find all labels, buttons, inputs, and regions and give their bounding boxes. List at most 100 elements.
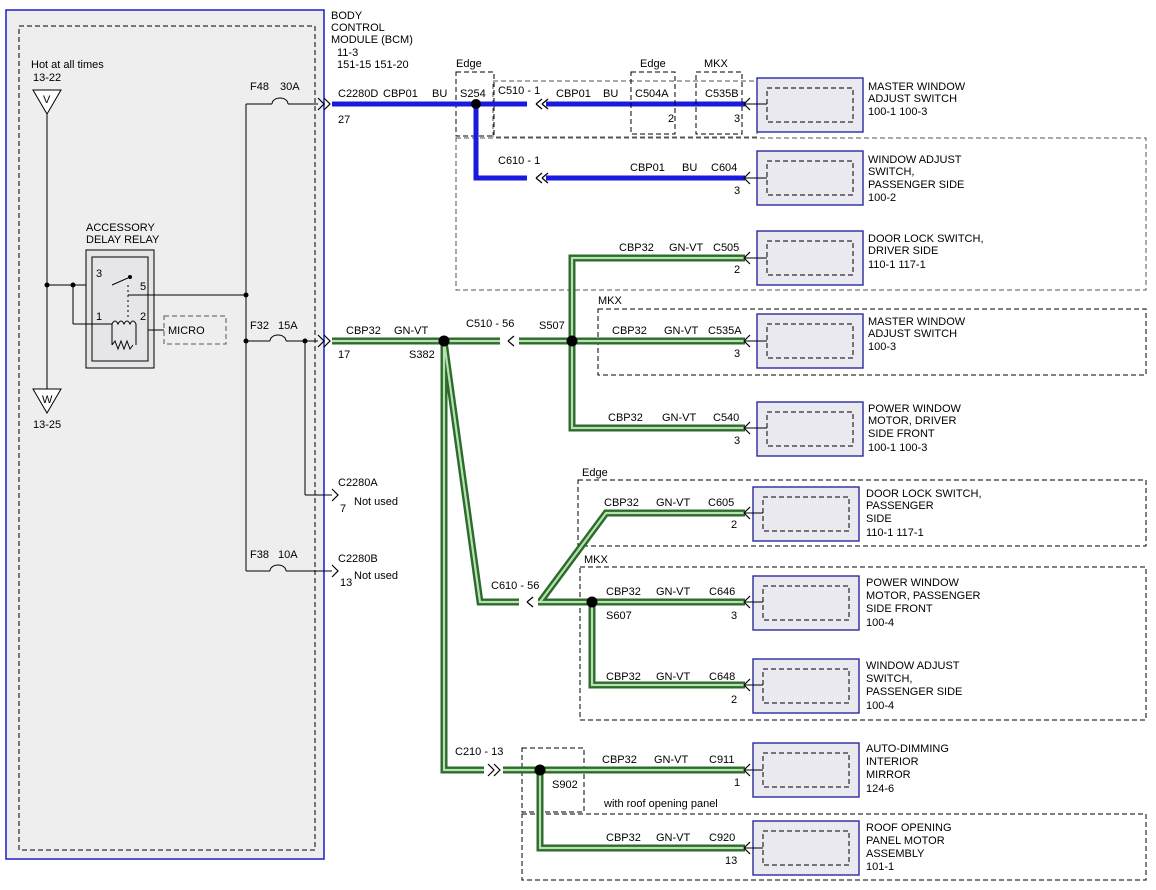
- fuse-f32-symbol: [269, 334, 287, 342]
- svg-text:100-3: 100-3: [868, 341, 896, 353]
- svg-text:MOTOR, PASSENGER: MOTOR, PASSENGER: [866, 590, 981, 602]
- splice-s607: [586, 596, 598, 608]
- svg-text:MASTER WINDOW: MASTER WINDOW: [868, 316, 966, 328]
- wire-color-label: GN-VT: [654, 754, 689, 766]
- relay-inner-box: [91, 256, 149, 362]
- wire-color-label: GN-VT: [662, 412, 697, 424]
- component-connector-arrows: [743, 97, 751, 855]
- relay-outer-box: [85, 249, 155, 369]
- svg-text:DRIVER SIDE: DRIVER SIDE: [868, 245, 938, 257]
- splice-s902: [534, 764, 546, 776]
- component-master-window-adjust-switch-mkx: MASTER WINDOW ADJUST SWITCH 100-3: [745, 313, 966, 369]
- s902-label: S902: [552, 779, 578, 791]
- wire-color-label: BU: [682, 162, 697, 174]
- wire-label: CBP32: [606, 671, 641, 683]
- power-out-triangle: [32, 388, 62, 414]
- wire-color-label: GN-VT: [669, 242, 704, 254]
- wire-label: CBP01: [383, 88, 418, 100]
- c605-label: C605: [708, 497, 734, 509]
- svg-text:MOTOR, DRIVER: MOTOR, DRIVER: [868, 415, 956, 427]
- c2280b-label: C2280B: [338, 553, 378, 565]
- c646-pin: 3: [731, 610, 737, 622]
- wire-label: CBP32: [606, 586, 641, 598]
- c505-pin: 2: [734, 264, 740, 276]
- edge-label: Edge: [456, 58, 482, 70]
- c911-pin: 1: [734, 777, 740, 789]
- wire-cbp32-gn-vt: [332, 254, 745, 852]
- s607-label: S607: [606, 610, 632, 622]
- c648-pin: 2: [731, 694, 737, 706]
- s902-box: [521, 747, 585, 813]
- connector-c210-arrow: [487, 763, 501, 777]
- mkx-label: MKX: [704, 58, 729, 70]
- c646-label: C646: [709, 586, 735, 598]
- svg-text:WINDOW ADJUST: WINDOW ADJUST: [868, 154, 962, 166]
- wire-color-label: GN-VT: [656, 497, 691, 509]
- connector-c610-arrow: [526, 596, 534, 608]
- c540-pin: 3: [734, 435, 740, 447]
- power-in-symbol: V: [43, 94, 51, 106]
- svg-text:SWITCH,: SWITCH,: [868, 166, 914, 178]
- component-auto-dimming-interior-mirror: AUTO-DIMMING INTERIOR MIRROR 124-6: [745, 742, 949, 798]
- wire-label: CBP32: [608, 412, 643, 424]
- bcm-title: BODY: [331, 10, 363, 22]
- svg-text:PANEL MOTOR: PANEL MOTOR: [866, 835, 945, 847]
- c604-pin: 3: [734, 185, 740, 197]
- bcm-module-box: [5, 9, 325, 860]
- wire-color-label: BU: [432, 88, 447, 100]
- roof-option-box: [521, 813, 1147, 881]
- svg-text:DOOR LOCK SWITCH,: DOOR LOCK SWITCH,: [868, 233, 984, 245]
- svg-text:100-1 100-3: 100-1 100-3: [868, 442, 927, 454]
- fuse-f48-rating: 30A: [280, 81, 300, 93]
- bcm-title: CONTROL: [331, 22, 385, 34]
- fuse-f38-symbol: [269, 564, 287, 572]
- wire-cbp01-bu: [473, 104, 745, 181]
- c504a-box: [630, 71, 676, 135]
- c2280b-pin: 13: [340, 577, 352, 589]
- c210-13-label: C210 - 13: [455, 746, 503, 758]
- c2280-pin-17: 17: [338, 349, 350, 361]
- svg-text:PASSENGER: PASSENGER: [866, 500, 934, 512]
- svg-text:100-4: 100-4: [866, 617, 894, 629]
- svg-text:101-1: 101-1: [866, 861, 894, 873]
- relay-coil: [111, 320, 137, 326]
- relay-title: ACCESSORY: [86, 222, 156, 234]
- wire-label: CBP32: [619, 242, 654, 254]
- wire-color-label: GN-VT: [394, 325, 429, 337]
- c2280d-pin: 27: [338, 114, 350, 126]
- fuse-f38-label: F38: [250, 549, 269, 561]
- c535b-pin: 3: [734, 113, 740, 125]
- mkx-label: MKX: [584, 554, 609, 566]
- mkx-option-box-2: [579, 566, 1147, 721]
- svg-text:ROOF OPENING: ROOF OPENING: [866, 822, 952, 834]
- svg-text:MASTER WINDOW: MASTER WINDOW: [868, 81, 966, 93]
- mkx-label: MKX: [598, 295, 623, 307]
- s382-label: S382: [409, 349, 435, 361]
- svg-text:AUTO-DIMMING: AUTO-DIMMING: [866, 743, 949, 755]
- c604-label: C604: [711, 162, 737, 174]
- c610-56-label: C610 - 56: [491, 580, 539, 592]
- wire-color-label: GN-VT: [656, 832, 691, 844]
- splice-s507: [566, 335, 578, 347]
- relay-title: DELAY RELAY: [86, 234, 160, 246]
- edge-option-box-2: [577, 479, 1147, 547]
- s507-label: S507: [539, 320, 565, 332]
- wire-label: CBP32: [346, 325, 381, 337]
- c920-pin: 13: [725, 855, 737, 867]
- connector-c510-arrow: [535, 98, 549, 110]
- c605-pin: 2: [731, 519, 737, 531]
- svg-text:ADJUST SWITCH: ADJUST SWITCH: [868, 328, 957, 340]
- wire-label: CBP32: [612, 325, 647, 337]
- relay-contact: [128, 275, 132, 279]
- component-door-lock-switch-driver-side: DOOR LOCK SWITCH, DRIVER SIDE 110-1 117-…: [745, 230, 984, 286]
- c2280a-pin: 7: [340, 503, 346, 515]
- bcm-inner-dashed-box: [18, 25, 316, 851]
- svg-text:PASSENGER SIDE: PASSENGER SIDE: [868, 179, 964, 191]
- c510-label: C510 - 1: [498, 85, 540, 97]
- c535a-label: C535A: [708, 325, 742, 337]
- s254-label: S254: [460, 88, 486, 100]
- svg-text:100-2: 100-2: [868, 192, 896, 204]
- wire-color-label: GN-VT: [656, 586, 691, 598]
- c610-label: C610 - 1: [498, 155, 540, 167]
